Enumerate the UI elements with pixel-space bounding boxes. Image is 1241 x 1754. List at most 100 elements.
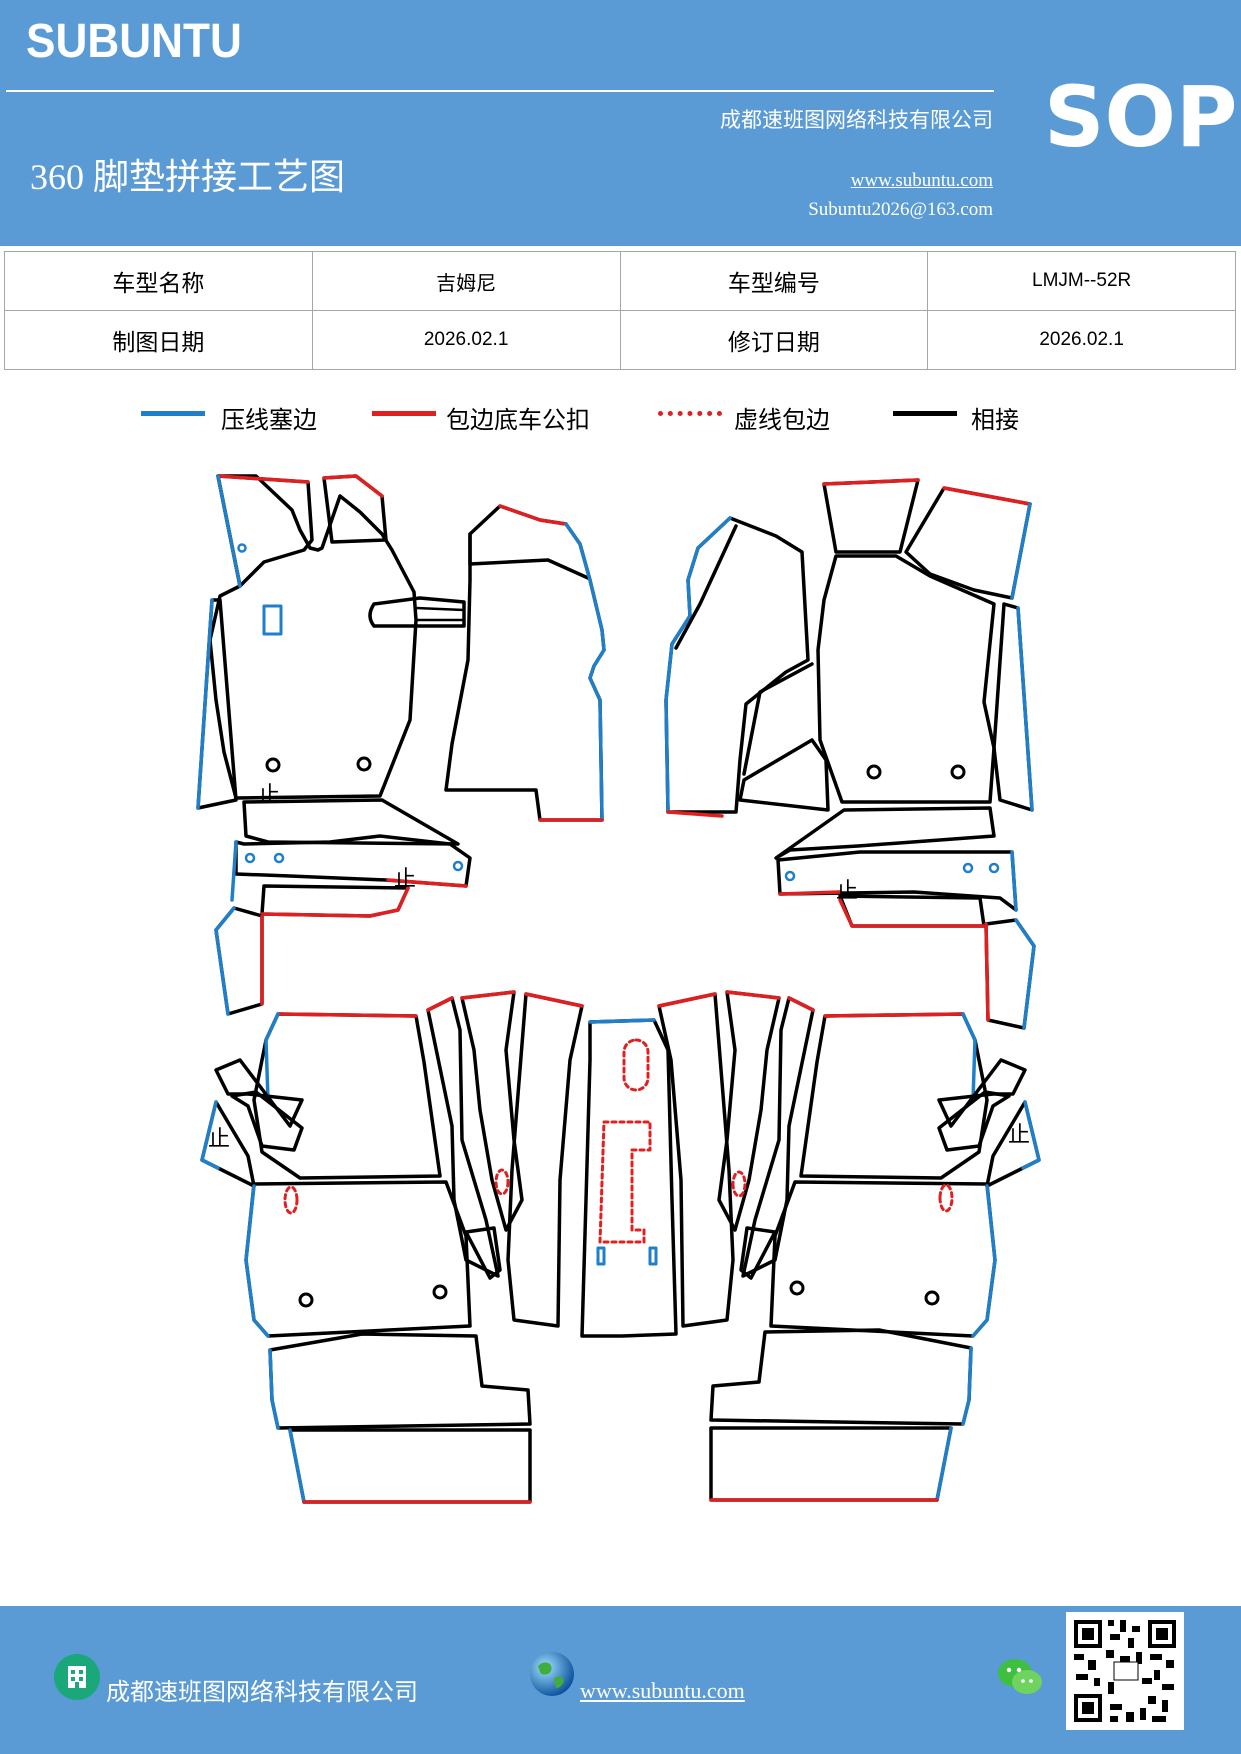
building-icon [54,1654,100,1700]
hole [789,1280,805,1296]
red-edge [498,504,568,526]
top-left-mat-group: 止 止 [196,474,606,1016]
mat-top-tab [822,478,920,554]
wechat-icon[interactable] [996,1656,1044,1698]
draw-date-label: 制图日期 [4,310,313,370]
company-name: 成都速班图网络科技有限公司 [720,108,993,132]
footer-company: 成都速班图网络科技有限公司 [106,1680,418,1706]
model-name-label: 车型名称 [4,251,313,311]
red-edge [778,890,842,896]
blue-edge [200,1100,220,1170]
dotted-cutout [598,1120,652,1244]
model-code-label: 车型编号 [619,251,929,311]
rear-bottom-piece [288,1428,532,1504]
blue-edge [288,1428,306,1504]
rear-mat-lower [244,1180,472,1338]
sop-label: SOP [1044,68,1238,166]
table-row: 制图日期 2026.02.1 修订日期 2026.02.1 [4,310,1236,370]
legend-label: 相接 [971,408,1019,434]
blue-edge [268,1348,280,1430]
hole [452,860,464,872]
stop-mark: 止 [836,879,858,904]
stop-mark: 止 [208,1127,230,1152]
red-edge [426,996,454,1012]
stop-mark: 止 [1008,1123,1030,1148]
blue-edge [1016,606,1034,812]
document-title: 360 脚垫拼接工艺图 [30,157,346,197]
red-edge [216,474,310,484]
blue-edge [216,474,242,588]
blue-edge [244,1184,270,1338]
top-right-mat-group: 止 [664,478,1036,1030]
pedal-lines [414,606,466,622]
rear-sill-piece [268,1332,532,1430]
side-mat-line [738,738,830,812]
dotted-hole [494,1168,510,1196]
blue-edge [935,1426,953,1502]
red-edge [984,922,990,1022]
tunnel-strip [717,990,781,1232]
website-link[interactable]: www.subuntu.com [850,170,993,191]
hole [273,852,285,864]
table-row: 车型名称 吉姆尼 车型编号 LMJM--52R [4,251,1236,311]
red-edge [276,1012,418,1018]
red-edge [386,878,468,888]
footer-website-link[interactable]: www.subuntu.com [580,1678,745,1703]
center-tunnel-group [580,1018,678,1338]
tab-piece [230,1090,304,1152]
blue-edge [1010,502,1032,600]
tunnel-strip [741,996,815,1278]
tab-piece [937,1090,1011,1152]
legend-label: 虚线包边 [734,408,830,434]
tunnel-strip [460,990,524,1232]
blue-edge [588,1018,656,1024]
red-edge [838,898,986,928]
dotted-slot [622,1038,650,1092]
passenger-mat-outline [816,554,996,804]
blue-edge [664,516,732,814]
draw-date-value: 2026.02.1 [311,310,621,370]
blue-edge [264,1012,280,1102]
legend-swatch [372,411,436,416]
red-edge [823,1012,965,1018]
hole [988,862,1000,874]
dotted-hole [938,1183,954,1213]
contact-email: Subuntu2026@163.com [808,199,993,220]
pedal-tab [368,596,466,628]
revise-date-label: 修订日期 [619,310,929,370]
blue-edge [1014,918,1036,1030]
hole [962,862,974,874]
hole [244,852,256,864]
side-strip [992,602,1034,812]
blue-edge [214,906,236,1016]
blue-edge [230,840,238,902]
clip-slot [648,1246,658,1266]
tunnel-tab [464,1226,502,1280]
sill-piece [774,806,996,860]
sill-piece [242,798,460,846]
sill-piece [234,834,472,888]
blue-edge [971,1184,997,1338]
driver-mat-outline [208,474,418,800]
red-edge [822,478,920,486]
side-mat-outline [664,516,810,814]
red-edge [260,886,410,918]
globe-icon [530,1652,574,1696]
revise-date-value: 2026.02.1 [927,310,1236,370]
lower-sill [838,894,986,928]
bottom-left-mat-group: 止 [200,990,584,1504]
bottom-right-mat-group [657,990,1041,1502]
hole [784,870,796,882]
legend-label: 压线塞边 [221,408,317,434]
red-edge [942,486,1032,506]
clip-slot [262,604,283,636]
rear-mat-lower [769,1180,997,1338]
tunnel-strip [657,992,735,1328]
driver-heelpad [216,474,314,588]
clip-slot [596,1246,606,1266]
side-mat-line [742,662,814,776]
qr-code[interactable] [1066,1612,1184,1730]
blue-edge [961,1346,973,1426]
side-mat-line [468,532,590,580]
